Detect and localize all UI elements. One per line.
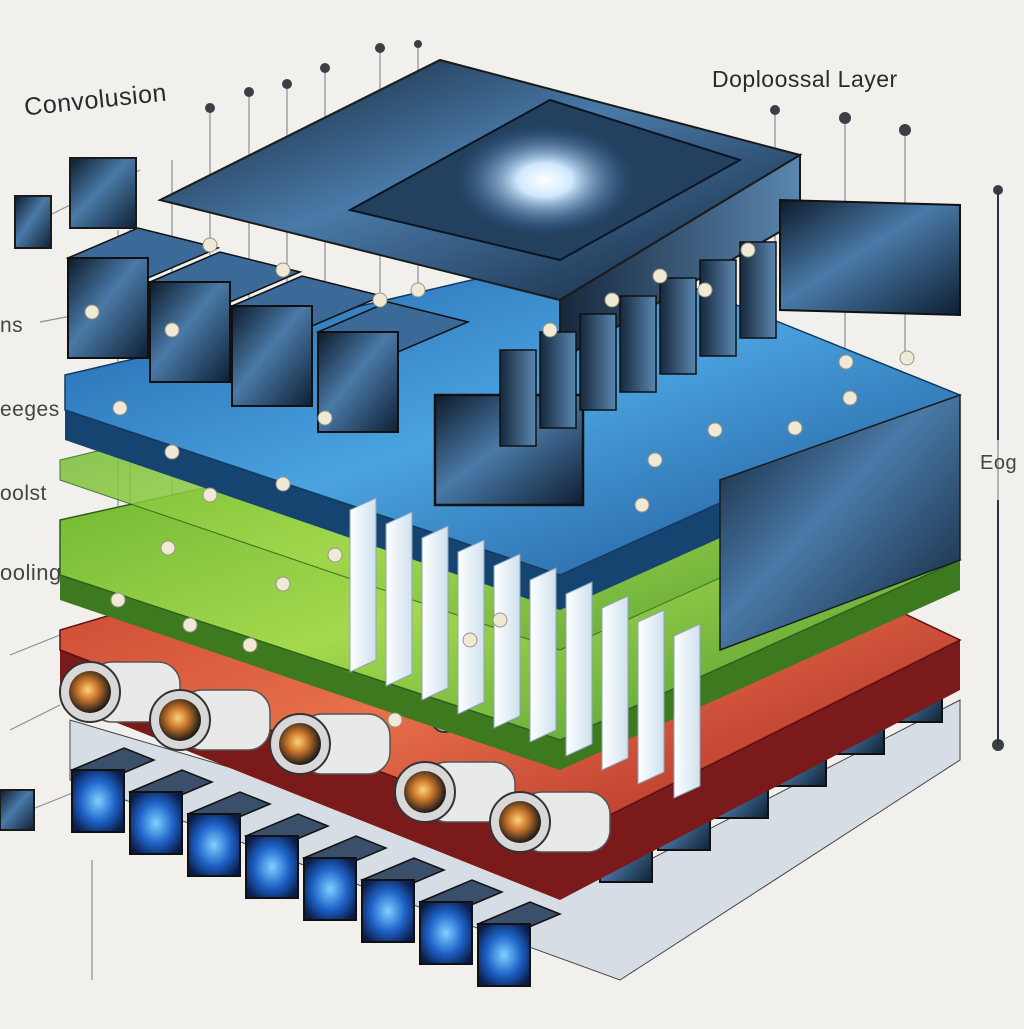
feature-map-slice — [579, 313, 617, 411]
neuron-node — [202, 237, 218, 253]
neuron-beads — [84, 237, 915, 728]
paper-sheet — [385, 511, 413, 687]
dense-layer-label: Doploossal Layer — [712, 66, 898, 92]
neuron-node — [327, 547, 343, 563]
paper-sheet — [349, 497, 377, 673]
neuron-node — [160, 540, 176, 556]
neuron-node — [740, 242, 756, 258]
neuron-node — [275, 476, 291, 492]
neuron-node — [275, 576, 291, 592]
feature-map-block — [779, 198, 961, 317]
input-cube — [360, 857, 446, 943]
input-cube — [244, 813, 330, 899]
paper-sheet — [493, 553, 521, 729]
neuron-node — [112, 400, 128, 416]
left-edges-label: eeges — [0, 398, 60, 421]
paper-sheet — [673, 623, 701, 799]
feature-map-block — [147, 251, 303, 383]
input-cube — [186, 791, 272, 877]
neuron-node — [899, 350, 915, 366]
paper-sheet — [529, 567, 557, 743]
neuron-node — [387, 712, 403, 728]
neuron-node — [410, 282, 426, 298]
camera-icon — [489, 791, 611, 853]
paper-sheet — [457, 539, 485, 715]
neuron-node — [838, 354, 854, 370]
feature-map-block — [229, 275, 385, 407]
neuron-node — [542, 322, 558, 338]
neuron-node — [647, 452, 663, 468]
right-edge-label: Eog — [980, 452, 1018, 474]
input-cube — [302, 835, 388, 921]
neuron-node — [787, 420, 803, 436]
neuron-node — [317, 410, 333, 426]
neuron-node — [84, 304, 100, 320]
neuron-node — [842, 390, 858, 406]
neuron-node — [182, 617, 198, 633]
input-cube — [128, 769, 214, 855]
feature-map-slice — [619, 295, 657, 393]
neuron-node — [202, 487, 218, 503]
paper-sheet — [565, 581, 593, 757]
neuron-node — [242, 637, 258, 653]
camera-icon — [269, 713, 391, 775]
input-cube — [418, 879, 504, 965]
feature-map-slice — [499, 349, 537, 447]
neuron-node — [604, 292, 620, 308]
feature-map-slice — [739, 241, 777, 339]
feature-map-block — [65, 227, 221, 359]
connector-nodes — [205, 40, 1004, 751]
neuron-node — [164, 322, 180, 338]
feature-map-slice — [659, 277, 697, 375]
neuron-node — [492, 612, 508, 628]
feature-map-slice — [699, 259, 737, 357]
left-ns-label: ns — [0, 314, 24, 337]
camera-icon — [394, 761, 516, 823]
camera-icon — [149, 689, 271, 751]
feature-map-slice — [539, 331, 577, 429]
paper-sheet — [421, 525, 449, 701]
left-poolst-label: oolst — [0, 482, 47, 505]
neuron-node — [697, 282, 713, 298]
convolution-feature-maps — [65, 58, 961, 507]
neuron-node — [707, 422, 723, 438]
neuron-node — [462, 632, 478, 648]
thumbnail-icons — [0, 157, 137, 831]
neuron-node — [110, 592, 126, 608]
input-cube — [476, 901, 562, 987]
folded-feature-sheets — [349, 497, 701, 799]
paper-sheet — [637, 609, 665, 785]
paper-sheet — [601, 595, 629, 771]
left-pooling-label: ooling — [0, 560, 62, 585]
neuron-node — [372, 292, 388, 308]
neuron-node — [275, 262, 291, 278]
neuron-node — [164, 444, 180, 460]
neuron-node — [652, 268, 668, 284]
neuron-node — [634, 497, 650, 513]
input-cube — [70, 747, 156, 833]
